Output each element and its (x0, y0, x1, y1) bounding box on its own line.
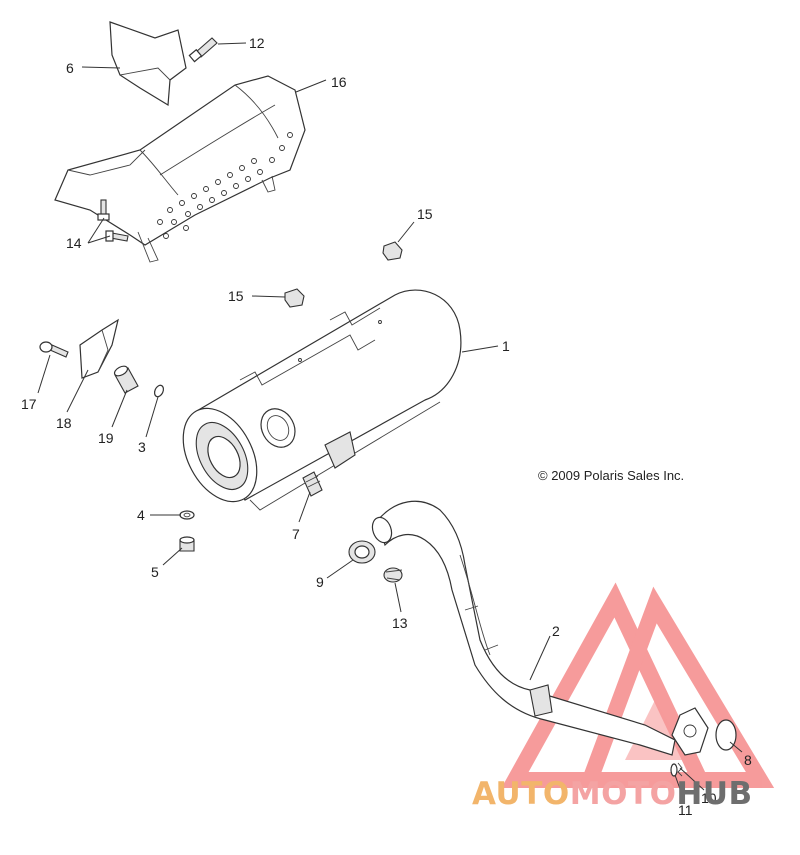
part-2-exhaust-pipe (371, 500, 709, 756)
wordmark-hub: HUB (676, 776, 752, 812)
callout-4: 4 (137, 507, 145, 523)
callout-12: 12 (249, 35, 265, 51)
copyright-notice: © 2009 Polaris Sales Inc. (538, 468, 684, 483)
callout-10: 10 (701, 790, 717, 806)
callout-8: 8 (744, 752, 752, 768)
part-15-clip-upper (382, 241, 403, 261)
automotohub-wordmark: AUTOMOTOHUB (472, 776, 753, 812)
part-17-bolt (39, 341, 69, 358)
callout-15-lower: 15 (228, 288, 244, 304)
callout-labels: 6 12 16 14 15 15 1 17 18 19 3 4 5 7 9 13… (21, 35, 752, 818)
part-16-heat-shield (54, 75, 306, 263)
wordmark-auto: AUTO (472, 776, 570, 812)
part-3-ring (153, 384, 165, 398)
callout-7: 7 (292, 526, 300, 542)
part-1-muffler (182, 289, 462, 511)
shield-perforations (157, 132, 293, 239)
callout-5: 5 (151, 564, 159, 580)
callout-1: 1 (502, 338, 510, 354)
wordmark-moto: MOTO (570, 776, 677, 812)
callout-3: 3 (138, 439, 146, 455)
part-13-clamp (383, 567, 403, 583)
part-15-clip-lower (284, 288, 305, 308)
part-5-nut (179, 536, 195, 552)
leader-lines (37, 42, 743, 801)
callout-11: 11 (678, 802, 693, 818)
callout-19: 19 (98, 430, 114, 446)
callout-6: 6 (66, 60, 74, 76)
callout-18: 18 (56, 415, 72, 431)
callout-2: 2 (552, 623, 560, 639)
part-10-spring (677, 762, 683, 777)
callout-16: 16 (331, 74, 347, 90)
callout-14: 14 (66, 235, 82, 251)
part-8-gasket (715, 719, 737, 751)
part-9-gasket (348, 540, 376, 564)
callout-15-upper: 15 (417, 206, 433, 222)
part-7-sensor (302, 471, 323, 497)
part-6-shield-bracket (109, 21, 187, 107)
part-18-bracket (79, 318, 119, 379)
part-12-bolt (188, 37, 218, 63)
part-11-fastener (670, 763, 678, 777)
callout-17: 17 (21, 396, 37, 412)
callout-13: 13 (392, 615, 408, 631)
part-4-washer (179, 510, 195, 520)
part-19-spacer (113, 365, 139, 394)
callout-9: 9 (316, 574, 324, 590)
